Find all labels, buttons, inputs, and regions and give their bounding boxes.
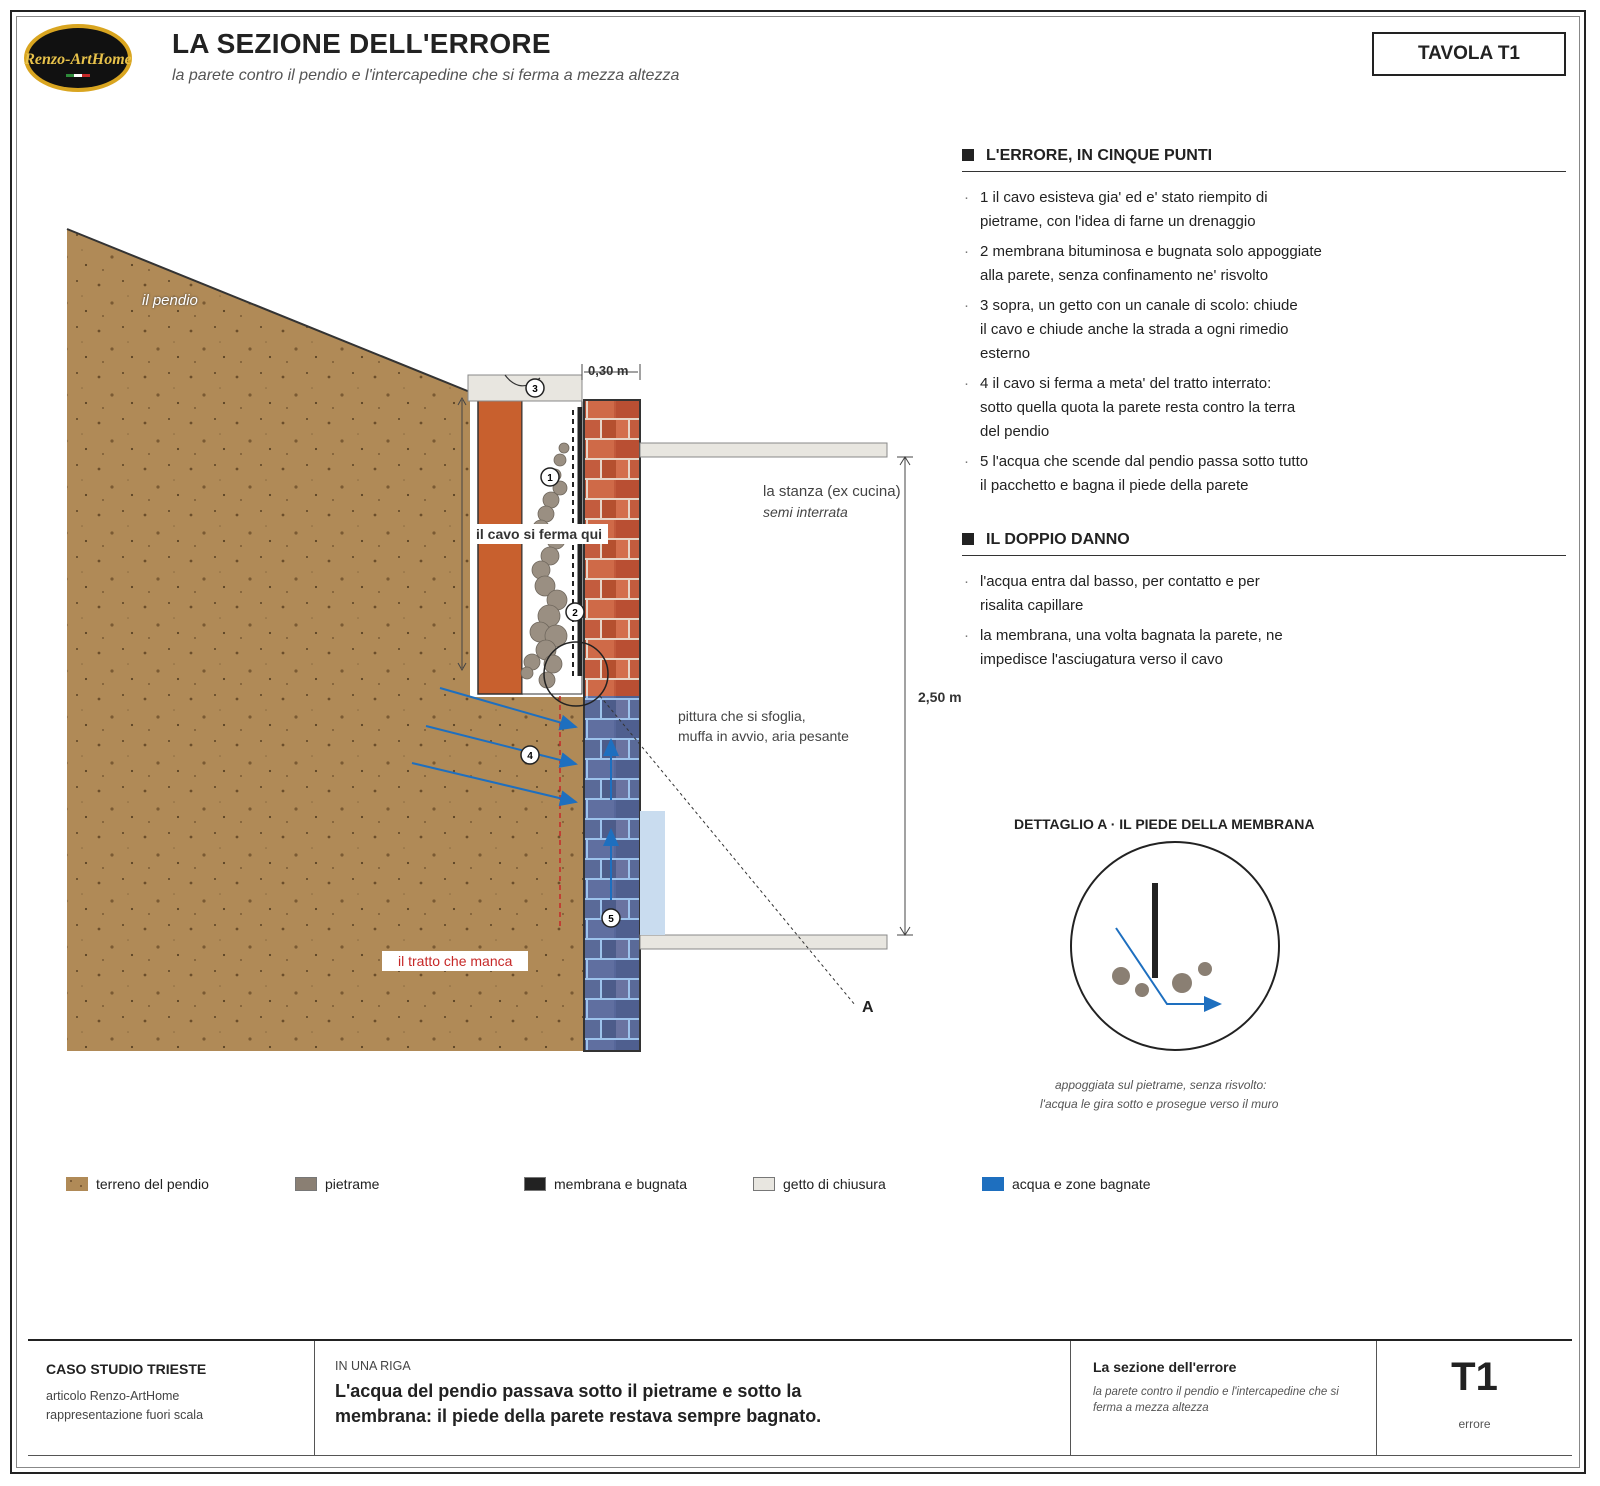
marker-3: 3 <box>525 378 545 398</box>
square-bullet-icon <box>962 533 974 545</box>
title-block-sheet: La sezione dell'errore la parete contro … <box>1071 1341 1377 1455</box>
detail-title: DETTAGLIO A · IL PIEDE DELLA MEMBRANA <box>1014 816 1315 832</box>
renzo-arthome-logo: Renzo-ArtHome <box>23 24 132 92</box>
cavo-stop-label: il cavo si ferma qui <box>470 524 609 544</box>
list-item: ·l'acqua entra dal basso, per contatto e… <box>964 573 1260 614</box>
list-item: ·5 l'acqua che scende dal pendio passa s… <box>964 453 1309 494</box>
danno-heading: IL DOPPIO DANNO <box>962 531 1566 556</box>
marker-4: 4 <box>520 745 540 765</box>
legend-item-soil: terreno del pendio <box>66 1176 209 1192</box>
top-dimension-label: 0,30 m <box>588 363 629 378</box>
floor-slab <box>639 934 888 950</box>
height-dimension-label: 2,50 m <box>918 689 962 705</box>
tavola-badge: TAVOLA T1 <box>1372 32 1566 76</box>
damp-zone <box>640 811 665 935</box>
detail-a-circle <box>543 641 609 707</box>
soil-mass <box>66 228 584 1051</box>
summary-text: L'acqua del pendio passava sotto il piet… <box>335 1381 822 1426</box>
summary-label: IN UNA RIGA <box>335 1359 411 1373</box>
page-subtitle: la parete contro il pendio e l'intercape… <box>172 67 680 84</box>
svg-text:1: 1 <box>547 473 553 484</box>
list-item: ·la membrana, una volta bagnata la paret… <box>964 627 1283 668</box>
legend-item-water: acqua e zone bagnate <box>982 1176 1151 1192</box>
case-line-1: articolo Renzo-ArtHome <box>46 1389 180 1403</box>
svg-text:2: 2 <box>572 608 578 619</box>
svg-text:3: 3 <box>532 384 538 395</box>
pendio-label: il pendio <box>142 292 198 309</box>
detail-caption-2: l'acqua le gira sotto e prosegue verso i… <box>1040 1097 1279 1111</box>
sheet-frame <box>10 10 1586 1474</box>
svg-text:4: 4 <box>527 751 533 762</box>
marker-5: 5 <box>601 908 621 928</box>
sheet-title: La sezione dell'errore <box>1093 1359 1237 1375</box>
rubble-swatch-icon <box>295 1177 317 1191</box>
soil-swatch-icon <box>66 1177 88 1191</box>
danno-list: ·l'acqua entra dal basso, per contatto e… <box>962 570 1582 678</box>
errore-list: ·1 il cavo esisteva gia' ed e' stato rie… <box>962 186 1582 504</box>
water-arrows <box>411 687 619 900</box>
outer-wall <box>477 399 523 695</box>
svg-text:5: 5 <box>608 914 614 925</box>
upper-slab <box>639 442 888 458</box>
water-swatch-icon <box>982 1177 1004 1191</box>
legend-item-slab: getto di chiusura <box>753 1176 886 1192</box>
detail-a-drawing <box>1070 841 1280 1051</box>
sheet-code: T1 <box>1451 1355 1498 1399</box>
marker-1: 1 <box>540 467 560 487</box>
closing-slab <box>467 374 583 402</box>
list-item: ·1 il cavo esisteva gia' ed e' stato rie… <box>964 189 1268 230</box>
title-block-code: T1 errore <box>1377 1341 1572 1455</box>
sheet-code-sub: errore <box>1458 1417 1491 1431</box>
detail-a-ref: A <box>862 999 874 1016</box>
main-wall-dry <box>584 400 640 696</box>
case-line-2: rappresentazione fuori scala <box>46 1408 204 1422</box>
missing-stretch-label: il tratto che manca <box>382 951 529 971</box>
sheet-subtitle: la parete contro il pendio e l'intercape… <box>1093 1386 1339 1414</box>
legend-item-rubble: pietrame <box>295 1176 379 1192</box>
page-title: LA SEZIONE DELL'ERRORE <box>172 28 551 59</box>
title-block-summary: IN UNA RIGA L'acqua del pendio passava s… <box>315 1341 1071 1455</box>
svg-text:Renzo-ArtHome: Renzo-ArtHome <box>23 51 132 68</box>
errore-heading: L'ERRORE, IN CINQUE PUNTI <box>962 147 1566 172</box>
case-title: CASO STUDIO TRIESTE <box>46 1361 207 1377</box>
stanza-label: la stanza (ex cucina) <box>763 483 901 500</box>
pittura-label-2: muffa in avvio, aria pesante <box>678 728 849 744</box>
sheet-inner-frame <box>16 16 1580 1468</box>
title-block: CASO STUDIO TRIESTE articolo Renzo-ArtHo… <box>28 1339 1572 1456</box>
membrane-swatch-icon <box>524 1177 546 1191</box>
detail-caption-1: appoggiata sul pietrame, senza risvolto: <box>1055 1078 1267 1092</box>
title-block-case: CASO STUDIO TRIESTE articolo Renzo-ArtHo… <box>28 1341 315 1455</box>
legend: terreno del pendio pietrame membrana e b… <box>0 1176 1600 1200</box>
list-item: ·4 il cavo si ferma a meta' del tratto i… <box>964 375 1296 440</box>
pittura-label-1: pittura che si sfoglia, <box>678 708 806 724</box>
slab-swatch-icon <box>753 1177 775 1191</box>
list-item: ·3 sopra, un getto con un canale di scol… <box>964 297 1298 362</box>
main-wall-outline <box>583 399 641 1052</box>
list-item: ·2 membrana bituminosa e bugnata solo ap… <box>964 243 1322 284</box>
stanza-sub-label: semi interrata <box>763 504 848 520</box>
detail-a-leader <box>599 695 856 1006</box>
marker-2: 2 <box>565 602 585 622</box>
square-bullet-icon <box>962 149 974 161</box>
legend-item-membrane: membrana e bugnata <box>524 1176 687 1192</box>
